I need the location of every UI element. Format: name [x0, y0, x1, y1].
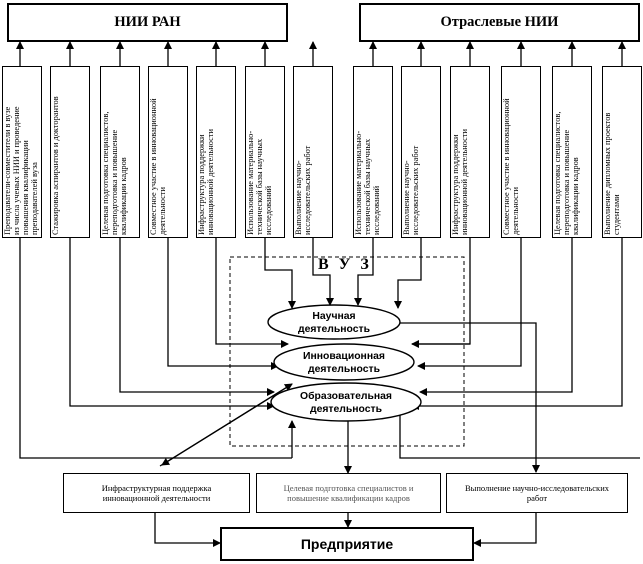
link-edu-right	[399, 410, 640, 459]
nii-ran-box: НИИ РАН	[7, 3, 288, 42]
right-box-6-text: Выполнение дипломных проектов студентами	[603, 112, 622, 235]
nii-ran-label: НИИ РАН	[114, 14, 181, 30]
link-right-1	[354, 237, 374, 306]
link-left-2	[69, 237, 275, 410]
right-box-4-text: Совместное участие в инновационной деяте…	[502, 98, 521, 235]
industry-nii-label: Отраслевые НИИ	[440, 14, 559, 30]
left-box-1: Преподаватели-совместители в вузе из чис…	[2, 66, 42, 238]
right-box-1-text: Использование материально- технической б…	[354, 130, 382, 235]
left-box-5-text: Инфраструктура поддержки инновационной д…	[197, 128, 216, 235]
link-left-6	[264, 237, 296, 309]
left-box-2: Стажировка аспирантов и докторантов	[50, 66, 90, 238]
ellipse-innovation	[273, 343, 415, 381]
left-box-2-text: Стажировка аспирантов и докторантов	[51, 96, 60, 235]
right-box-6: Выполнение дипломных проектов студентами	[602, 66, 642, 238]
enterprise-box: Предприятие	[220, 527, 474, 561]
bottom-box-infrastructure-text: Инфраструктурная поддержка инновационной…	[101, 482, 212, 503]
right-box-2: Выполнение научно- исследовательских раб…	[401, 66, 441, 238]
link-left-3	[119, 237, 275, 396]
link-research-enterprise	[473, 513, 537, 547]
left-box-6-text: Использование материально- технической б…	[246, 130, 274, 235]
right-box-1: Использование материально- технической б…	[353, 66, 393, 238]
link-infra-innov	[161, 383, 293, 466]
industry-nii-box: Отраслевые НИИ	[359, 3, 640, 42]
link-infra-enterprise	[154, 513, 221, 547]
left-box-7: Выполнение научно- исследовательских раб…	[293, 66, 333, 238]
right-box-3-text: Инфраструктура поддержки инновационной д…	[451, 128, 470, 235]
left-box-1-text: Преподаватели-совместители в вузе из чис…	[3, 106, 40, 235]
bottom-box-training-text: Целевая подготовка специалистов и повыше…	[283, 482, 414, 503]
bottom-box-training: Целевая подготовка специалистов и повыше…	[256, 473, 441, 513]
right-box-3: Инфраструктура поддержки инновационной д…	[450, 66, 490, 238]
right-box-4: Совместное участие в инновационной деяте…	[501, 66, 541, 238]
bottom-box-infrastructure: Инфраструктурная поддержка инновационной…	[63, 473, 250, 513]
link-left-7	[312, 237, 334, 306]
bottom-box-research-text: Выполнение научно-исследовательских рабо…	[464, 482, 609, 503]
vuz-label: В У З	[318, 256, 372, 273]
left-box-4-text: Совместное участие в инновационной деяте…	[149, 98, 168, 235]
right-box-5: Целевая подготовка специалистов, перепод…	[552, 66, 592, 238]
innovation-activity-label: Инновационная деятельность	[303, 351, 385, 375]
link-right-5	[419, 237, 573, 396]
left-box-4: Совместное участие в инновационной деяте…	[148, 66, 188, 238]
left-box-7-text: Выполнение научно- исследовательских раб…	[294, 145, 313, 235]
education-activity-label: Образовательная деятельность	[299, 391, 392, 415]
scientific-activity-label: Научная деятельность	[297, 311, 371, 335]
vuz-frame	[229, 256, 465, 447]
link-left-4	[167, 237, 279, 370]
link-right-4	[417, 237, 522, 370]
left-box-6: Использование материально- технической б…	[245, 66, 285, 238]
ellipse-scientific	[267, 304, 401, 340]
left-box-3-text: Целевая подготовка специалистов, перепод…	[101, 111, 129, 235]
link-sci-research	[400, 322, 540, 473]
link-right-2	[394, 237, 422, 309]
ellipse-education	[270, 382, 422, 422]
enterprise-label: Предприятие	[300, 536, 394, 552]
bottom-box-research: Выполнение научно-исследовательских рабо…	[446, 473, 628, 513]
left-box-5: Инфраструктура поддержки инновационной д…	[196, 66, 236, 238]
right-box-2-text: Выполнение научно- исследовательских раб…	[402, 145, 421, 235]
link-left-5	[215, 237, 289, 348]
left-box-3: Целевая подготовка специалистов, перепод…	[100, 66, 140, 238]
right-box-5-text: Целевая подготовка специалистов, перепод…	[553, 111, 581, 235]
link-right-6	[411, 237, 623, 410]
link-left-1	[19, 237, 160, 459]
